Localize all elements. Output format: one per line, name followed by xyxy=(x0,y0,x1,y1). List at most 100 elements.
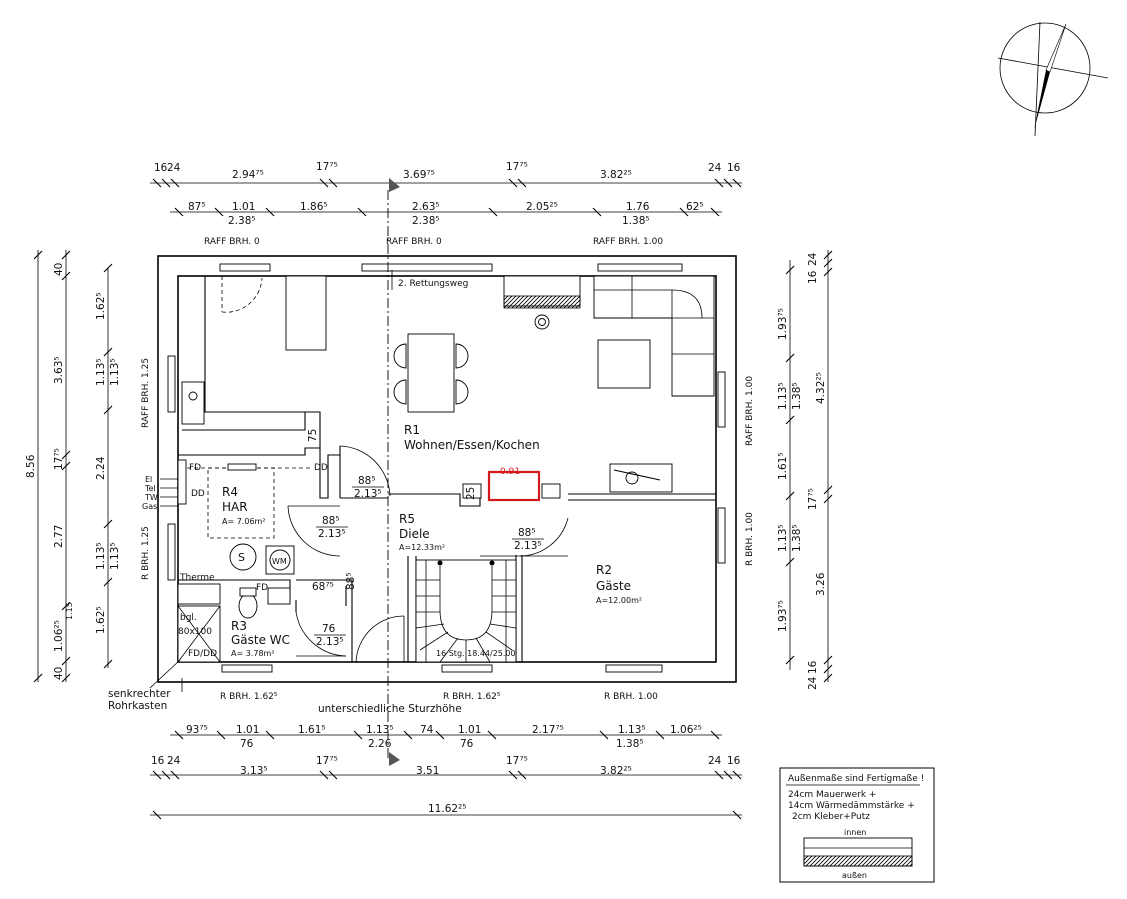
section-marker-icon xyxy=(389,752,400,766)
window-label-top-2: RAFF BRH. 1.00 xyxy=(593,237,663,247)
dim-chain-left: 8.56 40 3.63⁵ 17⁷⁵ 2.77 1.06²⁵ 40 1.62⁵ … xyxy=(25,250,121,683)
door-dim-1-bottom: 2.13⁵ xyxy=(318,528,346,540)
door-dim-3-top: 76 xyxy=(322,623,336,635)
dim-bottom-1-4: 1.13⁵ xyxy=(366,724,394,736)
dim-right-outer-3: 17⁷⁵ xyxy=(807,488,819,510)
dim-left-inner-5: 1.13⁵ xyxy=(109,542,121,570)
fd-label-1: FD xyxy=(189,463,201,473)
dim-top-2-5: 2.38⁵ xyxy=(412,215,440,227)
room-r4-name: HAR xyxy=(222,500,248,514)
dim-bottom-2-5: 17⁷⁵ xyxy=(506,755,528,767)
dim-right-outer-1: 16 xyxy=(807,270,819,284)
dim-right-inner-6: 1.93⁷⁵ xyxy=(777,600,789,632)
wc-sink-icon xyxy=(267,587,291,605)
room-r4-area: A= 7.06m² xyxy=(222,517,266,526)
dim-top-1-3: 17⁷⁵ xyxy=(316,161,338,173)
room-r2-area: A=12.00m² xyxy=(596,596,642,605)
dim-bottom-1-8: 76 xyxy=(460,738,474,750)
door-dim-0-top: 88⁵ xyxy=(358,475,376,487)
dim-top-2-4: 2.63⁵ xyxy=(412,201,440,213)
dim-bottom-1-3: 1.61⁵ xyxy=(298,724,326,736)
legend-outside: außen xyxy=(842,871,867,880)
dim-bottom-1-7: 1.01 xyxy=(458,724,481,736)
dim-top-2-1: 1.01 xyxy=(232,201,255,213)
room-r2-number: R2 xyxy=(596,563,612,577)
dim-bottom-1-9: 2.17⁷⁵ xyxy=(532,724,564,736)
north-arrow-icon xyxy=(997,21,1109,137)
dim-bottom-2-8: 16 xyxy=(727,755,741,767)
dim-bottom-2-7: 24 xyxy=(708,755,722,767)
dim-right-outer-6: 24 xyxy=(807,676,819,690)
small-dim-2: 88⁵ xyxy=(345,572,357,590)
dim-bottom-2-4: 3.51 xyxy=(416,765,439,777)
dim-right-outer-2: 4.32²⁵ xyxy=(815,372,827,404)
coffee-table-icon xyxy=(597,339,651,389)
window-label-left-0: RAFF BRH. 1.25 xyxy=(141,358,151,428)
legend-line1: 24cm Mauerwerk + xyxy=(788,790,876,800)
door-dim-2-bottom: 2.13⁵ xyxy=(514,540,542,552)
door-entrance xyxy=(355,615,405,663)
chimney-label: 0.91 xyxy=(500,467,520,477)
dim-top-2-2: 2.38⁵ xyxy=(228,215,256,227)
bench-icon xyxy=(503,275,581,330)
fd-dd-label: FD/DD xyxy=(188,649,217,659)
stove-icon xyxy=(609,463,673,493)
door-har xyxy=(287,445,391,557)
room-r3-name: Gäste WC xyxy=(231,633,290,647)
window-label-bottom-0: R BRH. 1.62⁵ xyxy=(220,692,278,702)
door-dim-0-bottom: 2.13⁵ xyxy=(354,488,382,500)
legend-line2: 14cm Wärmedämmstärke + xyxy=(788,801,915,811)
room-r5-area: A=12.33m² xyxy=(399,543,445,552)
annotation-sturz: unterschiedliche Sturzhöhe xyxy=(318,703,462,715)
dim-top-2-0: 87⁵ xyxy=(188,201,206,213)
dim-left-inner-3: 2.24 xyxy=(95,456,107,480)
annotation-senkrecht: senkrechter xyxy=(108,688,171,700)
dim-left-inner-4: 1.13⁵ xyxy=(95,542,107,570)
dim-left-mid-0: 40 xyxy=(53,263,65,276)
dim-left-mid-5: 40 xyxy=(53,667,65,680)
dim-bottom-1-10: 1.13⁵ xyxy=(618,724,646,736)
dim-chain-right: 24 16 4.32²⁵ 17⁷⁵ 3.26 16 24 1.93⁷⁵ 1.13… xyxy=(777,250,833,690)
dim-top-2-7: 1.76 xyxy=(626,201,650,213)
room-r3-number: R3 xyxy=(231,619,247,633)
dim-top-1-1: 24 xyxy=(167,162,181,174)
small-dim-0: 75 xyxy=(307,429,319,442)
fd-label-2: FD xyxy=(256,583,268,593)
dim-top-2-6: 2.05²⁵ xyxy=(526,201,558,213)
dryer-label: S xyxy=(238,551,245,564)
dim-right-inner-5: 1.38⁵ xyxy=(791,524,803,552)
window-label-bottom-1: R BRH. 1.62⁵ xyxy=(443,692,501,702)
dim-chain-top-1: 16 24 2.94⁷⁵ 17⁷⁵ 3.69⁷⁵ 17⁷⁵ 3.82²⁵ 24 … xyxy=(150,161,742,192)
room-r1-name: Wohnen/Essen/Kochen xyxy=(404,438,540,452)
dim-bottom-1-1: 1.01 xyxy=(236,724,259,736)
dim-right-inner-4: 1.13⁵ xyxy=(777,524,789,552)
room-r2-name: Gäste xyxy=(596,579,631,593)
dim-bottom-1-6: 74 xyxy=(420,724,434,736)
dim-left-inner-0: 1.62⁵ xyxy=(95,292,107,320)
window-label-right-1: R BRH. 1.00 xyxy=(745,512,755,566)
dim-left-mid-3: 2.77 xyxy=(53,525,65,548)
dd-label-1: DD xyxy=(314,463,328,473)
annotation-rohrkasten: Rohrkasten xyxy=(108,700,167,712)
dim-bottom-1-12: 1.06²⁵ xyxy=(670,724,702,736)
dim-bottom-2-0: 16 xyxy=(151,755,165,767)
dim-top-1-4: 3.69⁷⁵ xyxy=(403,169,435,181)
dim-right-outer-0: 24 xyxy=(807,252,819,266)
window-label-right-0: RAFF BRH. 1.00 xyxy=(745,376,755,446)
door-r2 xyxy=(480,517,569,557)
dim-left-mid-2: 17⁷⁵ xyxy=(53,448,65,470)
shower-size: 80x100 xyxy=(178,627,212,637)
dim-left-inner-2: 1.13⁵ xyxy=(109,358,121,386)
utility-el: El xyxy=(145,475,152,484)
shower-label: bgl. xyxy=(180,613,197,623)
dim-bottom-1-5: 2.26 xyxy=(368,738,392,750)
dim-chain-top-2: 87⁵ 1.01 2.38⁵ 1.86⁵ 2.63⁵ 2.38⁵ 2.05²⁵ … xyxy=(170,201,722,227)
chimney-icon xyxy=(487,470,541,502)
dim-left-mid-4: 1.06²⁵ xyxy=(53,620,65,652)
dim-left-outer: 8.56 xyxy=(25,454,37,478)
dim-bottom-2-1: 24 xyxy=(167,755,181,767)
stairs-label: 16 Stg. 18.44/25.00 xyxy=(436,649,516,658)
legend-inside: innen xyxy=(844,828,866,837)
room-r5-name: Diele xyxy=(399,527,430,541)
